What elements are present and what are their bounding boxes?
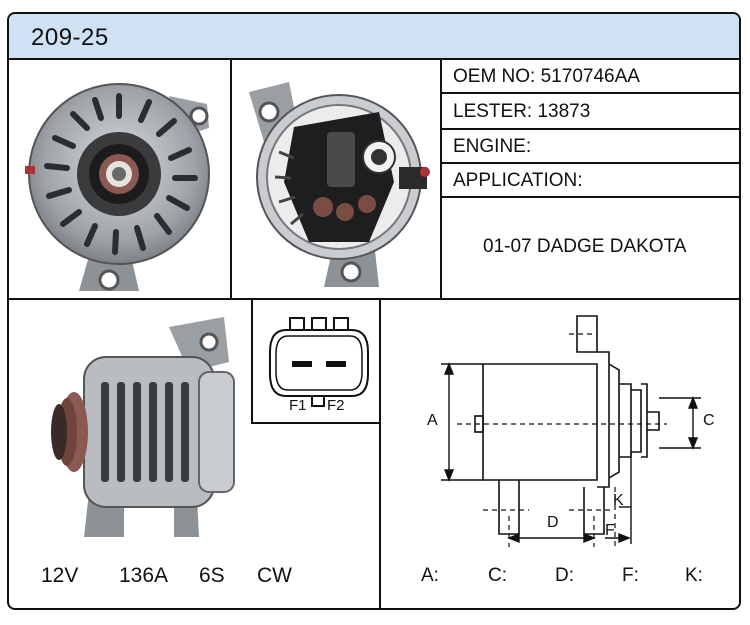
divider: [442, 162, 739, 164]
connector-box-left: [251, 300, 253, 424]
divider: [9, 298, 739, 300]
connector-diagram: [269, 317, 369, 407]
connector-box-bottom: [251, 422, 381, 424]
divider: [442, 92, 739, 94]
dimension-label-c: C: [703, 412, 715, 429]
dimension-label-d: D: [547, 514, 559, 531]
application-label: APPLICATION:: [453, 170, 583, 191]
oem-number: OEM NO: 5170746AA: [453, 66, 640, 87]
divider: [379, 300, 381, 608]
alternator-front-photo: [25, 83, 210, 291]
alternator-side-photo: [51, 317, 235, 537]
divider: [440, 58, 442, 300]
application-value: 01-07 DADGE DAKOTA: [483, 236, 687, 257]
divider: [230, 58, 232, 300]
alternator-rear-photo: [249, 82, 430, 287]
spec-rotation: CW: [257, 564, 292, 587]
dim-value-a: A:: [421, 565, 439, 586]
part-code: 209-25: [31, 24, 109, 51]
header-bar: 209-25: [9, 14, 739, 60]
connector-pin-f2: F2: [327, 397, 345, 414]
dimension-drawing: [441, 315, 701, 547]
engine-label: ENGINE:: [453, 136, 532, 157]
connector-pin-f1: F1: [289, 397, 307, 414]
dimension-label-a: A: [427, 412, 438, 429]
spec-sheet: 209-25 OEM NO: 5170746AA LESTER: 13873 E…: [7, 12, 741, 610]
spec-pulley-grooves: 6S: [199, 564, 225, 587]
dim-value-k: K:: [685, 565, 703, 586]
divider: [442, 128, 739, 130]
dim-value-d: D:: [555, 565, 574, 586]
spec-amperage: 136A: [119, 564, 169, 587]
dim-value-f: F:: [622, 565, 639, 586]
dimension-label-k: K: [613, 492, 624, 509]
lester-number: LESTER: 13873: [453, 101, 591, 122]
dimension-label-f: F: [605, 522, 615, 539]
divider: [442, 196, 739, 198]
spec-voltage: 12V: [41, 564, 79, 587]
dim-value-c: C:: [488, 565, 507, 586]
